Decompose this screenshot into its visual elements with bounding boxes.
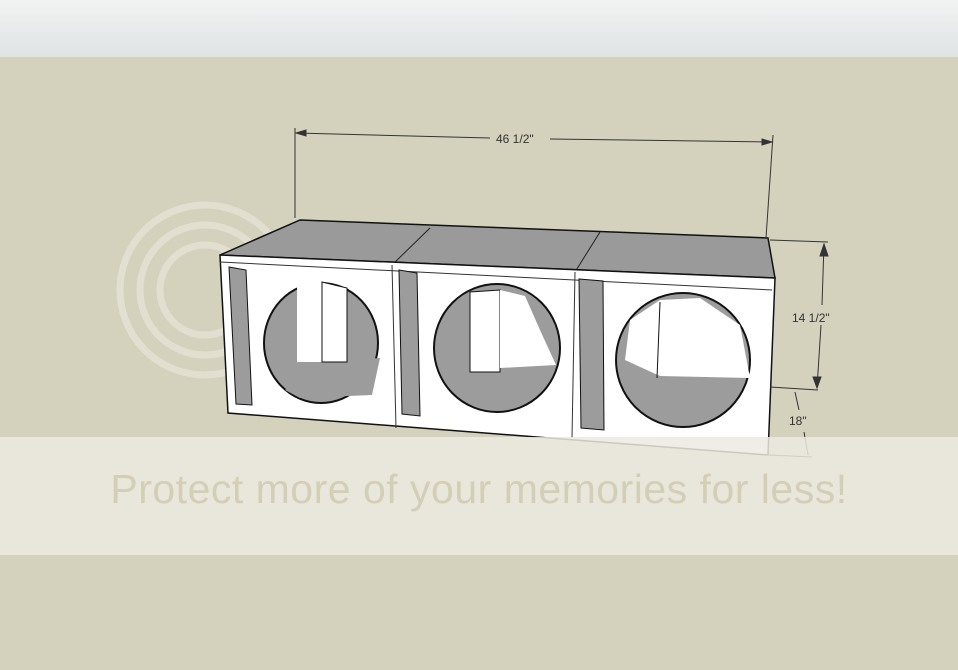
speaker-cutout-2 — [433, 283, 561, 413]
port-slot-1 — [228, 266, 253, 406]
depth-label: 18" — [789, 414, 807, 428]
watermark-banner-text: Protect more of your memories for less! — [110, 466, 848, 512]
width-label: 46 1/2" — [496, 132, 534, 146]
top-band — [0, 0, 958, 57]
speaker-cutout-3 — [615, 292, 751, 428]
height-dimension — [769, 239, 829, 391]
port-slot-3 — [578, 278, 605, 431]
watermark-banner — [0, 437, 958, 555]
speaker-cutout-1 — [263, 281, 380, 404]
width-dimension — [294, 128, 774, 239]
port-slot-2 — [398, 269, 421, 417]
height-label: 14 1/2" — [792, 311, 830, 325]
